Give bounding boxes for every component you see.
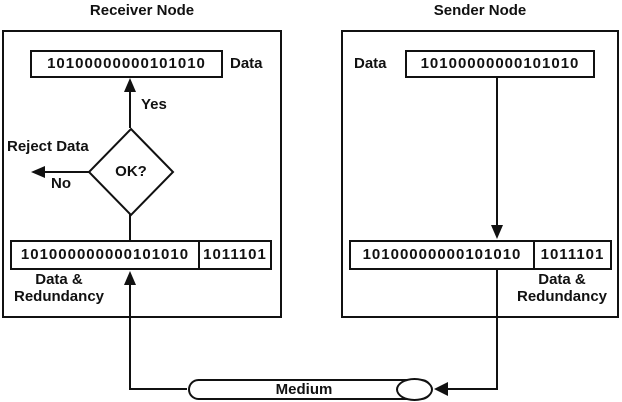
arrow-left-into-medium-icon	[434, 382, 448, 396]
no-label: No	[51, 175, 71, 192]
sender-data-box: 10100000000101010	[405, 50, 595, 78]
receiver-node-box	[2, 30, 282, 318]
sender-dr-label-line1: Data &	[538, 271, 586, 288]
decision-label: OK?	[115, 163, 147, 180]
sender-dr-redundancy-cell: 1011101	[533, 240, 612, 270]
receiver-data-redundancy-box: 101000000000101010 1011101	[10, 240, 272, 270]
yes-label: Yes	[141, 96, 167, 113]
receiver-dr-label: Data & Redundancy	[0, 271, 118, 305]
receiver-node-title: Receiver Node	[89, 2, 195, 19]
decision-diamond	[87, 127, 175, 217]
receiver-data-box: 10100000000101010	[30, 50, 223, 78]
sender-dr-label-line2: Redundancy	[516, 288, 607, 305]
arrow-left-reject-icon	[31, 166, 45, 178]
sender-data-label: Data	[354, 55, 387, 72]
receiver-dr-redundancy-cell: 1011101	[198, 240, 272, 270]
sender-dr-label: Data & Redundancy	[502, 271, 622, 305]
medium-capsule: Medium	[188, 379, 432, 400]
reject-data-label: Reject Data	[7, 138, 89, 155]
receiver-dr-label-line1: Data &	[35, 271, 83, 288]
receiver-dr-label-line2: Redundancy	[13, 288, 104, 305]
sender-data-redundancy-box: 10100000000101010 1011101	[349, 240, 612, 270]
receiver-data-label: Data	[230, 55, 263, 72]
sender-node-title: Sender Node	[433, 2, 527, 19]
arrow-up-into-drbox-icon	[124, 271, 136, 285]
receiver-dr-data-cell: 101000000000101010	[10, 240, 200, 270]
sender-to-medium-line	[446, 270, 498, 390]
arrow-down-sender-icon	[491, 225, 503, 239]
medium-to-receiver-line	[129, 284, 187, 390]
sender-dr-data-cell: 10100000000101010	[349, 240, 535, 270]
sender-node-box	[341, 30, 619, 318]
medium-ellipse	[396, 378, 433, 401]
arrow-up-yes-icon	[124, 78, 136, 92]
